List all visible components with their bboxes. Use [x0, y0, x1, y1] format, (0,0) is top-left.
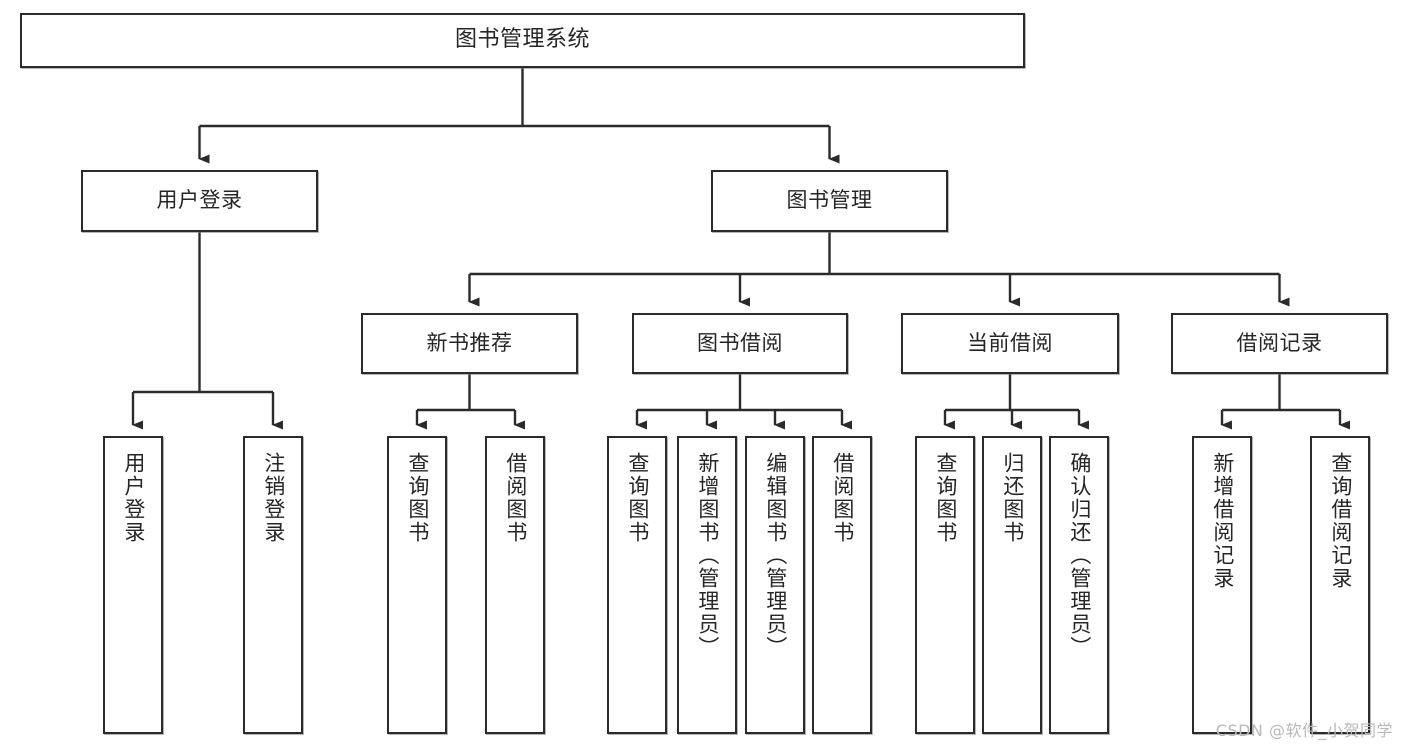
node-label: 查询图书 — [625, 452, 650, 544]
node-leaf-br-add[interactable]: 新增借阅记录 — [1192, 436, 1252, 734]
node-book-borrow[interactable]: 图书借阅 — [632, 313, 848, 374]
node-label: 新增图书（管理员） — [695, 452, 720, 659]
node-label: 图书借阅 — [697, 330, 783, 355]
node-leaf-bb-query[interactable]: 查询图书 — [607, 436, 667, 734]
node-label: 确认归还（管理员） — [1067, 452, 1092, 659]
node-label: 借阅图书 — [503, 452, 528, 544]
node-label: 新书推荐 — [426, 330, 513, 355]
node-label: 查询图书 — [405, 452, 430, 544]
node-leaf-br-query[interactable]: 查询借阅记录 — [1310, 436, 1370, 734]
node-label: 归还图书 — [1000, 452, 1025, 544]
node-label: 查询图书 — [933, 452, 958, 544]
node-label: 注销登录 — [261, 452, 286, 544]
node-label: 当前借阅 — [967, 330, 1053, 355]
node-leaf-bb-edit[interactable]: 编辑图书（管理员） — [745, 436, 805, 734]
node-label: 借阅图书 — [830, 452, 855, 544]
node-label: 查询借阅记录 — [1328, 452, 1353, 590]
node-leaf-cb-query[interactable]: 查询图书 — [915, 436, 975, 734]
node-borrow-record[interactable]: 借阅记录 — [1171, 313, 1388, 374]
node-label: 编辑图书（管理员） — [763, 452, 788, 659]
node-user-login[interactable]: 用户登录 — [81, 170, 318, 232]
node-label: 用户登录 — [156, 188, 243, 213]
node-leaf-cb-confirm[interactable]: 确认归还（管理员） — [1049, 436, 1109, 734]
node-label: 新增借阅记录 — [1210, 452, 1235, 590]
node-root[interactable]: 图书管理系统 — [20, 13, 1025, 68]
node-label: 用户登录 — [121, 452, 146, 544]
node-leaf-rec-query[interactable]: 查询图书 — [387, 436, 447, 734]
node-book-manage[interactable]: 图书管理 — [711, 170, 948, 232]
node-leaf-bb-borrow[interactable]: 借阅图书 — [812, 436, 872, 734]
node-new-book-rec[interactable]: 新书推荐 — [361, 313, 578, 374]
node-leaf-cb-return[interactable]: 归还图书 — [982, 436, 1042, 734]
node-leaf-bb-add[interactable]: 新增图书（管理员） — [677, 436, 737, 734]
node-leaf-rec-borrow[interactable]: 借阅图书 — [485, 436, 545, 734]
node-label: 图书管理 — [786, 188, 873, 213]
watermark-text: CSDN @软件_小贺同学 — [1215, 721, 1393, 740]
node-label: 借阅记录 — [1236, 330, 1323, 355]
node-leaf-user-logout[interactable]: 注销登录 — [243, 436, 303, 734]
node-leaf-user-login[interactable]: 用户登录 — [103, 436, 163, 734]
node-current-borrow[interactable]: 当前借阅 — [901, 313, 1119, 374]
node-label: 图书管理系统 — [454, 27, 590, 53]
